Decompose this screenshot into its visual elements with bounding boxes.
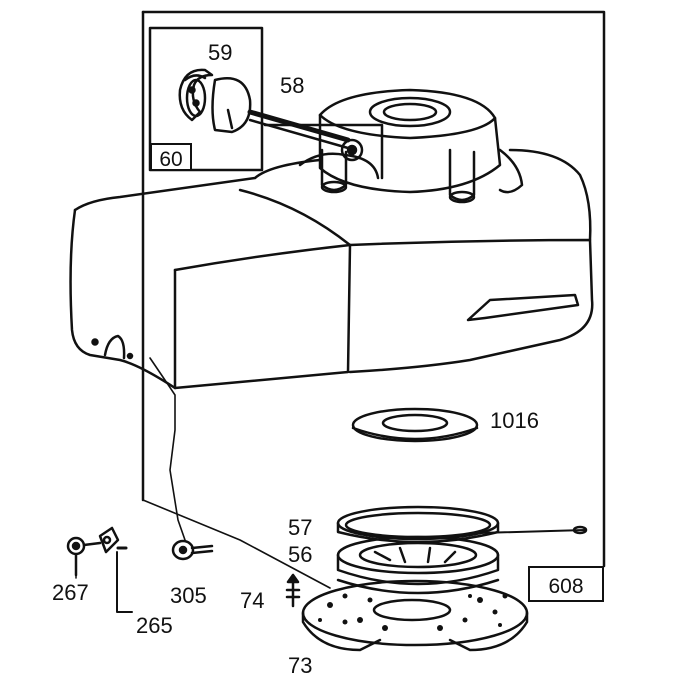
label-305: 305 — [170, 583, 207, 608]
fastener-305 — [171, 539, 214, 561]
debris-screen — [301, 579, 529, 652]
clip-265 — [98, 526, 133, 613]
assembly-frame — [141, 10, 606, 568]
bolt-head — [340, 138, 364, 162]
label-60: 60 — [150, 143, 192, 171]
label-1016: 1016 — [490, 408, 539, 433]
label-58: 58 — [280, 73, 305, 98]
starter-handle — [178, 68, 252, 134]
handle-callout-box — [148, 26, 264, 172]
label-608: 608 — [528, 566, 604, 602]
starter-rope — [247, 109, 351, 150]
label-74: 74 — [240, 588, 265, 613]
blower-housing — [69, 148, 594, 390]
screw-74 — [285, 573, 301, 608]
label-265: 265 — [136, 613, 173, 638]
leader-line-74 — [142, 499, 331, 589]
nut-267 — [66, 536, 102, 577]
label-57: 57 — [288, 515, 313, 540]
washer-1016 — [351, 407, 479, 443]
label-59: 59 — [208, 40, 233, 65]
bolt-detail — [298, 152, 380, 180]
label-73: 73 — [288, 653, 313, 678]
leader-line-305 — [149, 357, 186, 541]
label-267: 267 — [52, 580, 89, 605]
label-56: 56 — [288, 542, 313, 567]
